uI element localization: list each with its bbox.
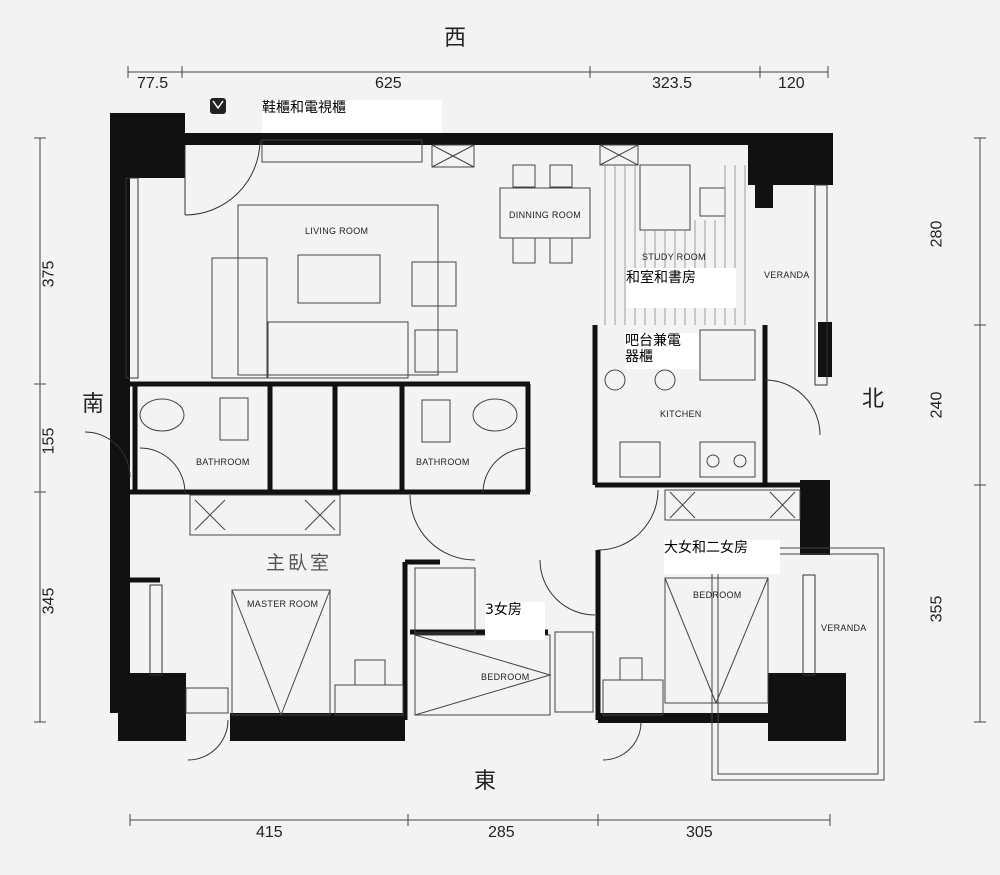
dim-right-3: 355 [928, 595, 946, 623]
note-shoe-tv-cabinet: 鞋櫃和電視櫃 [262, 100, 442, 133]
dim-bottom-1: 415 [256, 824, 283, 841]
room-veranda-bottom: VERANDA [821, 623, 867, 633]
room-dining: DINNING ROOM [509, 210, 582, 220]
dim-right-1: 280 [928, 220, 946, 248]
dim-left-2: 155 [40, 427, 58, 455]
room-bedroom-mid: BEDROOM [481, 672, 530, 682]
dimension-lines [34, 66, 986, 826]
note-daughters-room: 大女和二女房 [664, 540, 780, 574]
direction-west: 西 [444, 26, 467, 51]
room-study: STUDY ROOM [642, 252, 706, 262]
room-bathroom-left: BATHROOM [196, 457, 250, 467]
walls [110, 113, 846, 741]
interior-walls [128, 325, 830, 720]
dim-top-1: 77.5 [137, 75, 169, 92]
direction-south: 南 [82, 392, 105, 417]
doors [84, 139, 821, 761]
dim-bottom-2: 285 [488, 824, 515, 841]
direction-north: 北 [862, 387, 885, 412]
dim-left-3: 345 [40, 587, 58, 615]
note-study-room: 和室和書房 [626, 268, 736, 308]
note-third-daughter-room: 3女房 [485, 602, 545, 640]
room-veranda-top: VERANDA [764, 270, 810, 280]
door-marker-icon [210, 98, 226, 114]
dim-top-4: 120 [778, 75, 805, 92]
dim-right-2: 240 [928, 391, 946, 419]
room-master: MASTER ROOM [247, 599, 319, 609]
room-living: LIVING ROOM [305, 226, 369, 236]
windows [125, 177, 828, 676]
direction-east: 東 [474, 769, 497, 794]
furniture [139, 139, 885, 781]
dim-top-2: 625 [375, 75, 402, 92]
note-bar-counter: 吧台兼電 器櫃 [625, 333, 699, 369]
dim-left-1: 375 [40, 260, 58, 288]
dim-bottom-3: 305 [686, 824, 713, 841]
room-bathroom-mid: BATHROOM [416, 457, 470, 467]
dim-top-3: 323.5 [652, 75, 693, 92]
room-bedroom-right: BEDROOM [693, 590, 742, 600]
master-room-chinese-label: 主臥室 [266, 552, 333, 574]
room-kitchen: KITCHEN [660, 409, 702, 419]
